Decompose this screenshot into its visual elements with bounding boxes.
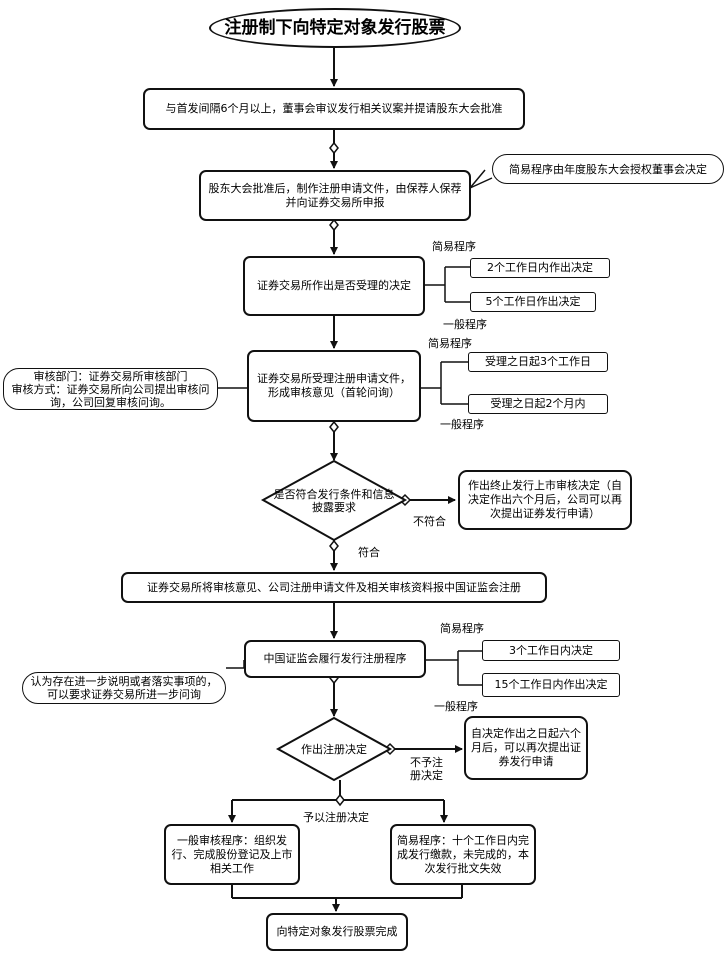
label-general-procedure-1: 一般程序 xyxy=(443,318,487,331)
label-general-procedure-2: 一般程序 xyxy=(440,418,484,431)
decision-diamond-compliance xyxy=(260,459,408,542)
label-simple-procedure-2: 简易程序 xyxy=(428,337,472,350)
label-no-registration: 不予注 册决定 xyxy=(410,756,443,782)
branch-15-working-days-decision: 15个工作日内作出决定 xyxy=(482,673,620,697)
branch-3-working-days-after-acceptance: 受理之日起3个工作日 xyxy=(468,352,608,372)
note-audit-method: 审核部门：证券交易所审核部门 审核方式：证券交易所向公司提出审核问询，公司回复审… xyxy=(3,368,218,410)
step-csrc-registration: 中国证监会履行发行注册程序 xyxy=(244,640,426,678)
result-terminate-review: 作出终止发行上市审核决定（自决定作出六个月后，公司可以再次提出证券发行申请） xyxy=(458,470,632,530)
decision-compliance-text: 是否符合发行条件和信息披露要求 xyxy=(273,488,395,514)
label-registration-granted: 予以注册决定 xyxy=(303,811,369,824)
branch-2-working-days: 2个工作日内作出决定 xyxy=(470,258,610,278)
label-simple-procedure-3: 简易程序 xyxy=(440,622,484,635)
result-general-procedure: 一般审核程序：组织发行、完成股份登记及上市相关工作 xyxy=(164,824,300,885)
label-not-comply: 不符合 xyxy=(413,515,446,528)
result-simple-procedure: 简易程序：十个工作日内完成发行缴款，未完成的，本次发行批文失效 xyxy=(390,824,536,885)
branch-2-months-after-acceptance: 受理之日起2个月内 xyxy=(468,394,608,414)
step-review-inquiry: 证券交易所受理注册申请文件，形成审核意见（首轮问询） xyxy=(247,350,421,422)
result-not-registered: 自决定作出之日起六个月后，可以再次提出证券发行申请 xyxy=(464,716,588,780)
branch-5-working-days: 5个工作日作出决定 xyxy=(470,292,596,312)
step-prepare-application: 股东大会批准后，制作注册申请文件，由保荐人保荐并向证券交易所申报 xyxy=(199,170,471,221)
step-board-approval: 与首发间隔6个月以上，董事会审议发行相关议案并提请股东大会批准 xyxy=(143,88,525,130)
flow-title: 注册制下向特定对象发行股票 xyxy=(209,8,461,48)
note-simple-procedure-authorization: 简易程序由年度股东大会授权董事会决定 xyxy=(492,154,724,184)
note-further-inquiry: 认为存在进一步说明或者落实事项的，可以要求证券交易所进一步问询 xyxy=(22,672,226,704)
branch-3-working-days-decision: 3个工作日内决定 xyxy=(482,640,620,661)
label-simple-procedure-1: 简易程序 xyxy=(432,240,476,253)
label-comply: 符合 xyxy=(358,546,380,559)
step-complete: 向特定对象发行股票完成 xyxy=(266,913,408,951)
decision-registration-text: 作出注册决定 xyxy=(301,742,367,756)
step-acceptance-decision: 证券交易所作出是否受理的决定 xyxy=(243,256,425,316)
decision-diamond-registration xyxy=(275,716,393,782)
step-submit-to-csrc: 证券交易所将审核意见、公司注册申请文件及相关审核资料报中国证监会注册 xyxy=(121,572,547,603)
label-general-procedure-3: 一般程序 xyxy=(434,700,478,713)
